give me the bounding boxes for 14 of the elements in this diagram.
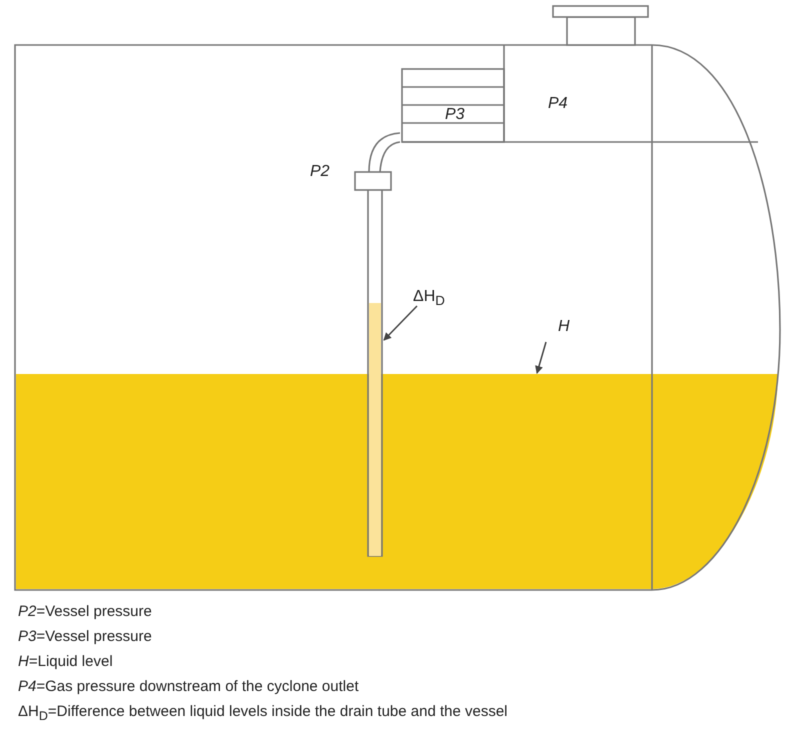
definition-text: H=Liquid level: [18, 653, 113, 671]
definition-text: P4=Gas pressure downstream of the cyclone outlet: [18, 678, 359, 696]
pressure-label: P4: [548, 95, 568, 113]
symbol-label: H: [558, 318, 570, 336]
definition-text: ΔH$_{D}$=Difference between liquid levels inside the drain tube and the vessel: [18, 703, 508, 725]
pressure-label: P3: [445, 106, 465, 124]
leader-arrow: [535, 342, 547, 374]
pressure-label: P2: [310, 163, 330, 181]
symbol-label: ΔH$_{D}$: [413, 288, 445, 310]
definition-text: P2=Vessel pressure: [18, 603, 152, 621]
tube-liquid-column: [369, 303, 381, 556]
leader-arrow: [383, 305, 418, 341]
liquid-pool: [16, 374, 778, 589]
definition-text: P3=Vessel pressure: [18, 628, 152, 646]
